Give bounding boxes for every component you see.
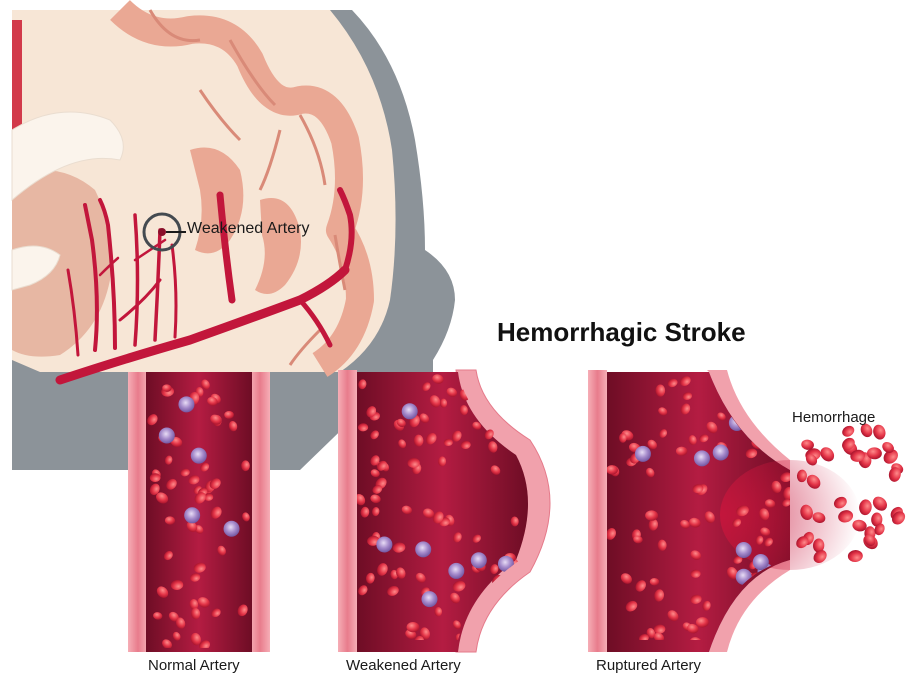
white-blood-cell: [159, 428, 175, 444]
white-blood-cell: [471, 552, 487, 568]
hemorrhage-red-blood-cell: [858, 499, 872, 516]
normal-artery: [128, 372, 270, 652]
red-blood-cell: [777, 400, 790, 412]
red-blood-cell: [746, 378, 760, 392]
white-blood-cell: [509, 391, 525, 407]
red-blood-cell: [760, 594, 773, 607]
red-blood-cell: [758, 382, 768, 391]
white-blood-cell: [224, 521, 240, 537]
white-blood-cell: [415, 541, 431, 557]
red-blood-cell: [498, 379, 512, 393]
ruptured-artery-caption: Ruptured Artery: [596, 657, 701, 674]
white-blood-cell: [736, 542, 752, 558]
hemorrhage-red-blood-cell: [870, 494, 890, 514]
weakened-artery-wall: [338, 370, 357, 652]
white-blood-cell: [178, 396, 194, 412]
weakened-artery-lumen: [357, 372, 528, 652]
red-blood-cell: [769, 589, 777, 599]
red-blood-cell: [224, 411, 234, 419]
normal-artery-wall-right: [250, 372, 270, 652]
red-blood-cell: [736, 624, 748, 635]
weakened-artery-callout-label: Weakened Artery: [187, 220, 309, 238]
diagram-title: Hemorrhagic Stroke: [497, 317, 746, 348]
white-blood-cell: [509, 616, 525, 632]
white-blood-cell: [184, 507, 200, 523]
white-blood-cell: [402, 403, 418, 419]
hemorrhage-label: Hemorrhage: [792, 409, 875, 426]
red-blood-cell: [519, 610, 529, 618]
white-blood-cell: [713, 445, 729, 461]
weakened-artery: [338, 370, 550, 654]
red-blood-cell: [755, 610, 771, 625]
red-blood-cell: [781, 422, 791, 430]
red-blood-cell: [506, 400, 520, 413]
white-blood-cell: [635, 446, 651, 462]
ruptured-artery-wall: [588, 370, 607, 652]
red-blood-cell: [495, 639, 511, 655]
white-blood-cell: [694, 450, 710, 466]
red-blood-cell: [778, 394, 792, 406]
red-blood-cell: [498, 399, 508, 407]
white-blood-cell: [753, 554, 769, 570]
weakened-artery-caption: Weakened Artery: [346, 657, 461, 674]
hemorrhage-red-blood-cell: [847, 549, 863, 562]
white-blood-cell: [191, 448, 207, 464]
red-blood-cell: [762, 383, 777, 397]
white-blood-cell: [448, 563, 464, 579]
normal-artery-caption: Normal Artery: [148, 657, 240, 674]
white-blood-cell: [376, 536, 392, 552]
normal-artery-wall-left: [128, 372, 148, 652]
red-blood-cell: [407, 622, 420, 632]
white-blood-cell: [421, 591, 437, 607]
red-blood-cell: [676, 447, 687, 456]
red-blood-cell: [523, 403, 534, 415]
